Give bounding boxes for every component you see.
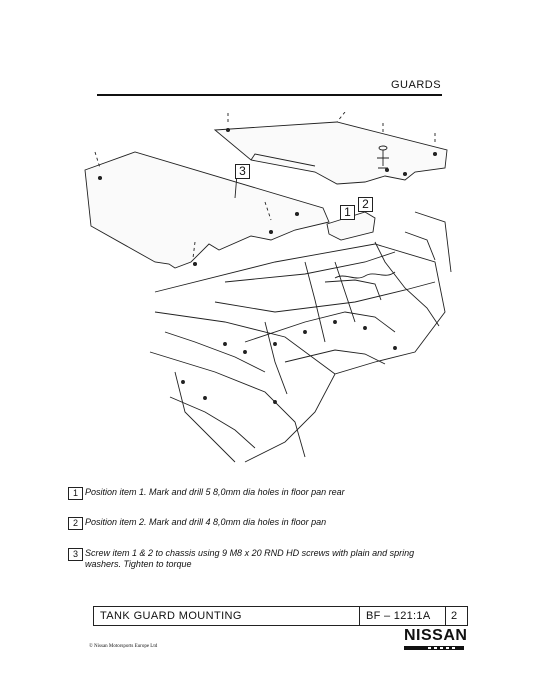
header-rule	[97, 94, 442, 96]
callout-1: 1	[340, 205, 355, 220]
logo-bar	[404, 646, 464, 650]
technical-drawing	[75, 112, 455, 472]
copyright-notice: © Nissan Motorsports Europe Ltd	[89, 644, 158, 649]
instruction-text: Position item 2. Mark and drill 4 8,0mm …	[85, 517, 327, 527]
title-divider	[359, 607, 360, 625]
drawing-title: TANK GUARD MOUNTING	[100, 610, 242, 622]
section-title: GUARDS	[391, 79, 442, 91]
instruction-number: 2	[68, 517, 83, 530]
instruction-text: Screw item 1 & 2 to chassis using 9 M8 x…	[85, 548, 415, 569]
drawing-svg	[84, 112, 452, 463]
guard-item-2	[326, 211, 376, 241]
title-divider	[445, 607, 446, 625]
callout-2: 2	[358, 197, 373, 212]
instruction-text: Position item 1. Mark and drill 5 8,0mm …	[85, 487, 345, 497]
callout-3: 3	[235, 164, 250, 179]
page-number: 2	[451, 610, 458, 622]
title-block: TANK GUARD MOUNTING BF – 121:1A 2	[93, 606, 468, 626]
guard-item-3	[84, 151, 330, 269]
instruction-number: 1	[68, 487, 83, 500]
instruction-number: 3	[68, 548, 83, 561]
guard-item-1	[213, 121, 448, 185]
drawing-reference: BF – 121:1A	[366, 610, 431, 622]
nissan-logo: NISSAN	[404, 627, 468, 644]
